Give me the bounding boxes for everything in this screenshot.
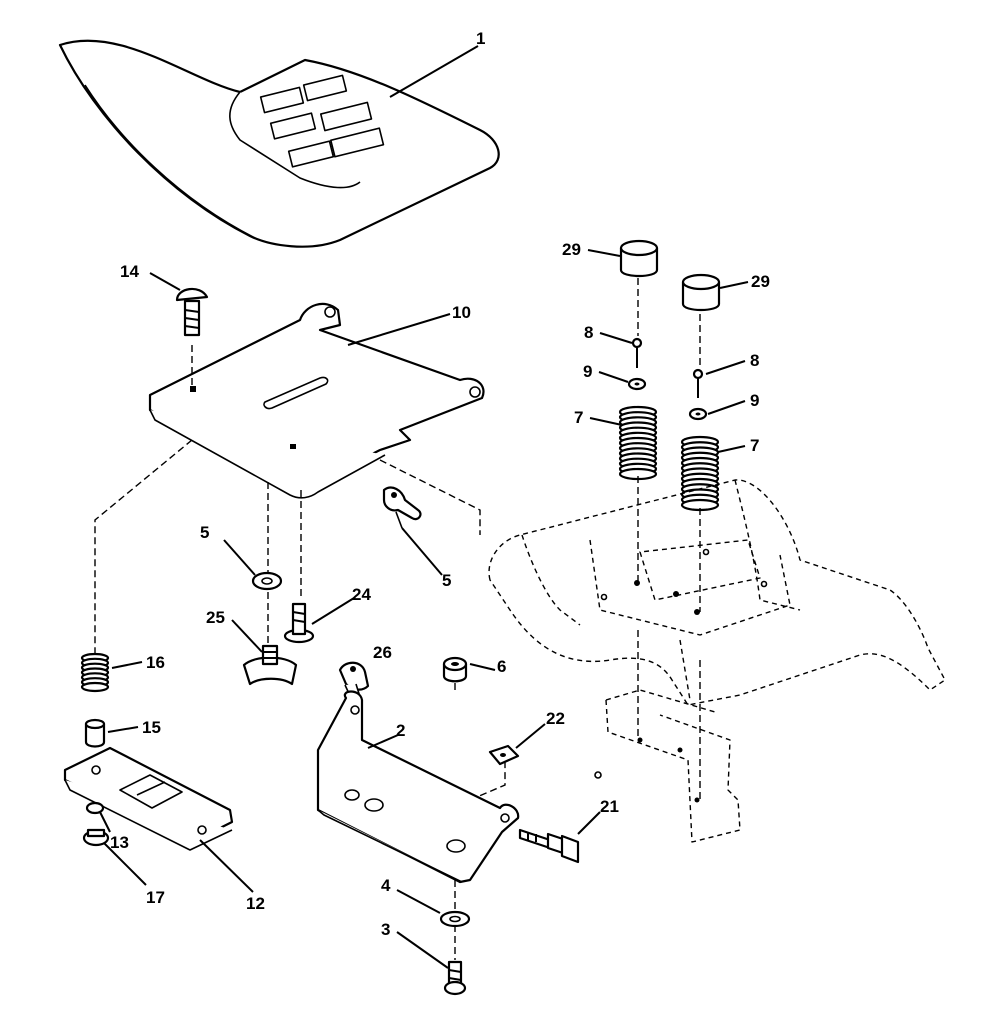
- callout-1: 1: [476, 29, 485, 48]
- callout-9-left: 9: [583, 362, 592, 381]
- callout-5-upper: 5: [442, 571, 451, 590]
- seat: [58, 39, 500, 248]
- bolt-3: [443, 960, 467, 996]
- carriage-bolt: [175, 287, 209, 337]
- spacer-right: [681, 273, 721, 312]
- bolt-left: [631, 337, 643, 368]
- flange-nut: [82, 828, 110, 847]
- washer-right: [688, 407, 708, 421]
- bolt-right: [692, 368, 704, 398]
- callout-5-lower: 26: [373, 643, 392, 662]
- nut-22: [488, 744, 520, 766]
- callout-21: 21: [600, 797, 619, 816]
- callout-14: 14: [120, 262, 139, 281]
- washer-left: [627, 377, 647, 391]
- callout-4: 4: [381, 876, 391, 895]
- callout-25: 24: [352, 585, 371, 604]
- callout-22: 22: [546, 709, 565, 728]
- slide-plate: [63, 746, 234, 851]
- shoulder-screw: [283, 602, 315, 644]
- fender-outline: [488, 479, 946, 843]
- support-bracket: [316, 690, 520, 884]
- callout-labels: 1 14 10 29 29 8 8 9 9 7 7 5 5 24 25 26 1…: [110, 29, 770, 939]
- callout-29-left: 29: [562, 240, 581, 259]
- callout-8-left: 8: [584, 323, 593, 342]
- callout-24: 5: [200, 523, 209, 542]
- callout-13: 13: [110, 833, 129, 852]
- nut-6: [442, 656, 468, 683]
- leader-lines: [99, 45, 749, 969]
- callout-16: 16: [146, 653, 165, 672]
- shoulder-bolt: [518, 828, 580, 864]
- spring-right: [680, 435, 720, 512]
- callout-12: 12: [246, 894, 265, 913]
- callout-15: 15: [142, 718, 161, 737]
- callout-29-right: 29: [751, 272, 770, 291]
- clip-upper: [382, 486, 422, 529]
- nut-13: [85, 801, 105, 815]
- callout-7-left: 7: [574, 408, 583, 427]
- callout-6: 6: [497, 657, 506, 676]
- spring-left: [618, 405, 658, 481]
- callout-9-right: 9: [750, 391, 759, 410]
- washer-4: [439, 910, 471, 928]
- seat-pan: [148, 302, 485, 499]
- callout-7-right: 7: [750, 436, 759, 455]
- spring-16: [80, 652, 110, 693]
- callout-26: 25: [206, 608, 225, 627]
- washer-24: [251, 571, 283, 591]
- callout-10: 10: [452, 303, 471, 322]
- callout-3: 3: [381, 920, 390, 939]
- spacer-left: [619, 239, 659, 278]
- bushing: [84, 718, 106, 748]
- adjustment-knob: [242, 644, 298, 686]
- callout-2: 2: [396, 721, 405, 740]
- callout-17: 17: [146, 888, 165, 907]
- callout-8-right: 8: [750, 351, 759, 370]
